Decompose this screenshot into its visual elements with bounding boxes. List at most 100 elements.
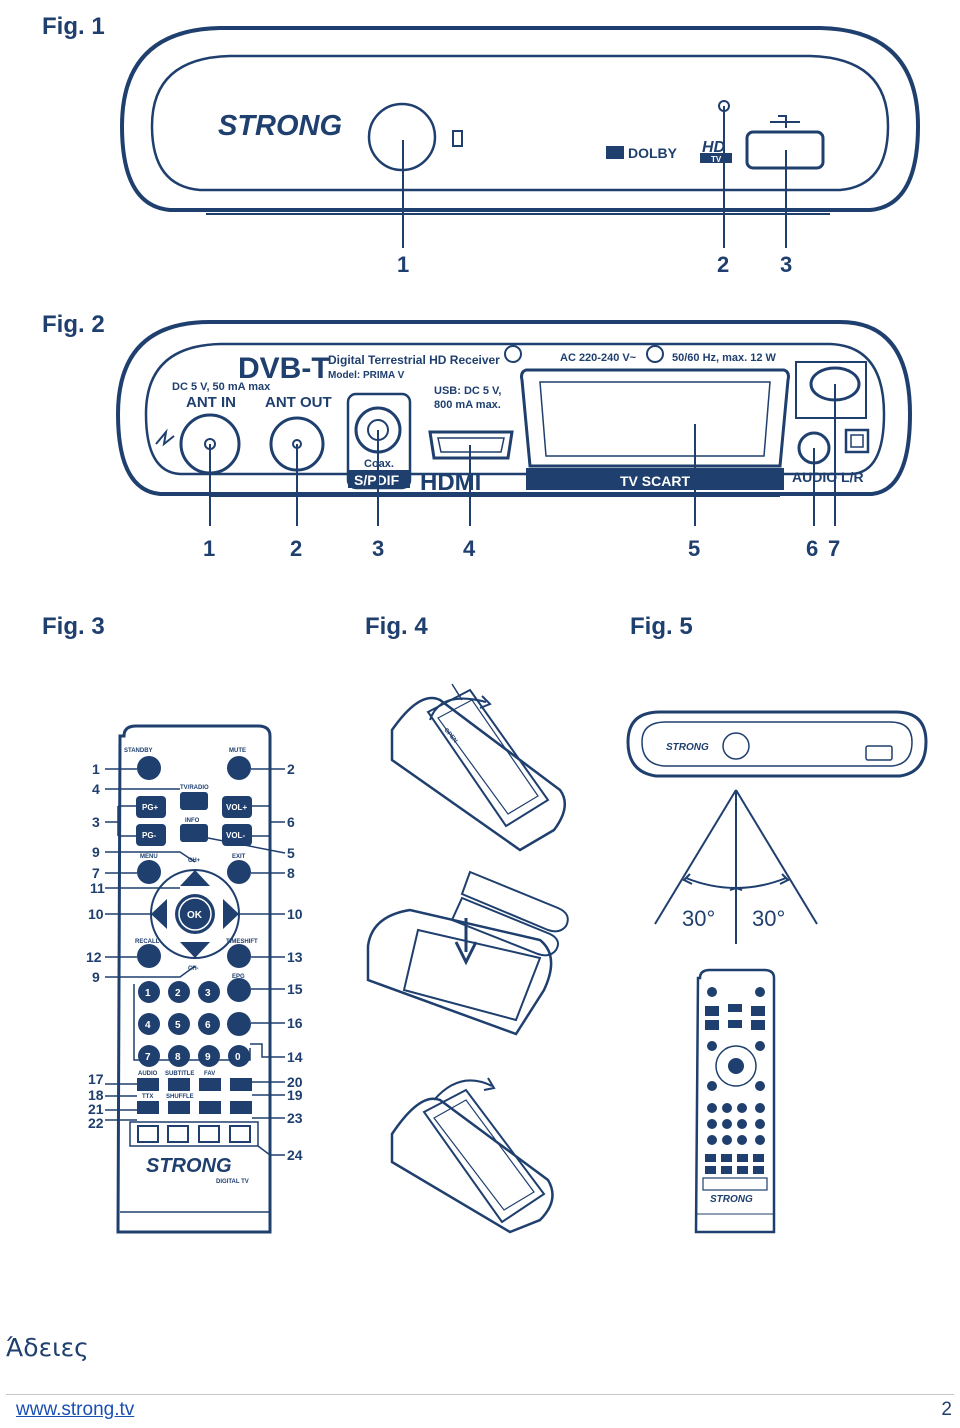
key-digit-6: 6: [205, 1020, 211, 1031]
fig4-label: Fig. 4: [365, 613, 428, 640]
fig3-callout-r12: 23: [287, 1110, 303, 1126]
fig2-ant-in: ANT IN: [186, 394, 236, 411]
fig3-callout-r5: 10: [287, 906, 303, 922]
fig2-callout-2: 2: [290, 536, 302, 561]
key-recall-label: RECALL: [135, 939, 160, 945]
key-standby-label: STANDBY: [124, 748, 153, 754]
fig2-callout-3: 3: [372, 536, 384, 561]
fig1-brand-logo: STRONG: [218, 110, 342, 142]
fig3-callout-r1: 2: [287, 761, 295, 777]
fig3-callout-r7: 15: [287, 981, 303, 997]
fig3-callouts-left: 1 4 3 9 7 11 10 12 9 17 18 21 22: [86, 761, 105, 1131]
fig5-angle-right: 30°: [752, 906, 785, 931]
fig3-callout-r3: 5: [287, 845, 295, 861]
fig3-callout-r11: 19: [287, 1087, 303, 1103]
key-ttx-label: TTX: [142, 1094, 153, 1100]
function-keys: [137, 1078, 252, 1114]
fig1-callout-3: 3: [780, 252, 792, 277]
fig3-callout-l4: 9: [92, 844, 100, 860]
key-pg-minus: PG-: [142, 831, 157, 840]
fig3-callout-l3: 3: [92, 814, 100, 830]
fig3-callout-l11: 18: [88, 1087, 104, 1103]
fig2-callout-1: 1: [203, 536, 215, 561]
key-digit-2: 2: [175, 988, 181, 999]
fig2-power: AC 220-240 V~: [560, 352, 637, 364]
fig3-callout-l10: 17: [88, 1071, 104, 1087]
fig3-callout-r13: 24: [287, 1147, 303, 1163]
dvb-logo: DVB-T: [238, 352, 330, 385]
fig1-dolby: DOLBY: [628, 145, 678, 161]
fig2-callout-7: 7: [828, 536, 840, 561]
key-ok: OK: [187, 910, 203, 921]
fig5-brand-logo: STRONG: [666, 742, 709, 753]
fig2-usb-spec-2: 800 mA max.: [434, 399, 501, 411]
fig1-label: Fig. 1: [42, 13, 105, 40]
fig3-label: Fig. 3: [42, 613, 105, 640]
fig3-callout-r8: 16: [287, 1015, 303, 1031]
fig3-callout-r6: 13: [287, 949, 303, 965]
footer-divider: [6, 1394, 954, 1395]
fig2-spdif: S/PDIF: [354, 472, 400, 488]
fig1-callout-1: 1: [397, 252, 409, 277]
fig1-tv: TV: [711, 155, 722, 164]
fig3-callout-l5: 7: [92, 865, 100, 881]
fig3-callout-l2: 4: [92, 781, 100, 797]
dolby-mark-icon: [606, 146, 624, 159]
fig2-hdmi-logo: HDMI: [420, 469, 481, 496]
key-digit-3: 3: [205, 988, 211, 999]
fig5-label: Fig. 5: [630, 613, 693, 640]
fig1-callout-2: 2: [717, 252, 729, 277]
key-subtitle-label: SUBTITLE: [165, 1071, 194, 1077]
fig3-callout-l7: 10: [88, 906, 104, 922]
key-fav-label: FAV: [204, 1071, 215, 1077]
key-vol-plus: VOL+: [226, 803, 247, 812]
digit-keys: [138, 981, 250, 1067]
key-digit-5: 5: [175, 1020, 181, 1031]
key-exit-label: EXIT: [232, 854, 246, 860]
fig5-remote-brand-logo: STRONG: [710, 1194, 753, 1205]
footer-website-link[interactable]: www.strong.tv: [16, 1399, 135, 1420]
fig2-callout-5: 5: [688, 536, 700, 561]
fig3-callout-r2: 6: [287, 814, 295, 830]
fig3-callout-l8: 12: [86, 949, 102, 965]
fig3-callout-r9: 14: [287, 1049, 303, 1065]
key-tvradio-label: TV/RADIO: [180, 785, 209, 791]
fig2-callout-6: 6: [806, 536, 818, 561]
page-number: 2: [941, 1399, 952, 1420]
key-pg-plus: PG+: [142, 803, 159, 812]
fig3-callout-r4: 8: [287, 865, 295, 881]
fig3-remote-labels: STANDBY MUTE TV/RADIO PG+ PG- VOL+ VOL- …: [124, 748, 258, 1100]
key-digit-4: 4: [145, 1020, 151, 1031]
fig2-receiver-title: Digital Terrestrial HD Receiver: [328, 353, 500, 367]
fig3-callout-l1: 1: [92, 761, 100, 777]
fig3-callout-l12: 21: [88, 1101, 104, 1117]
fig2-scart: TV SCART: [620, 473, 690, 489]
fig3-callout-l6: 11: [90, 880, 105, 896]
fig2-usb-spec-1: USB: DC 5 V,: [434, 385, 501, 397]
fig4-battery-steps: [366, 683, 569, 1234]
key-shuffle-label: SHUFFLE: [166, 1094, 194, 1100]
fig3-callouts-right: 2 6 5 8 10 13 15 16 14 20 19 23 24: [287, 761, 303, 1163]
scart-label-bar: [526, 468, 784, 490]
key-vol-minus: VOL-: [226, 831, 245, 840]
antenna-icon: [155, 428, 175, 447]
fig2-callout-4: 4: [463, 536, 476, 561]
fig2-receiver-back: [115, 320, 913, 497]
manual-page-illustrations: Fig. 1 STRONG DOLBY HD TV 1 2 3 Fig. 2: [42, 13, 928, 1234]
key-digit-0: 0: [235, 1052, 241, 1063]
fig5-receiver-small: [626, 710, 928, 778]
remote-sub-label: DIGITAL TV: [216, 1179, 249, 1185]
nav-arrow-icons: [151, 870, 239, 958]
key-menu-label: MENU: [140, 854, 158, 860]
key-info-label: INFO: [185, 818, 200, 824]
fig2-model: Model: PRIMA V: [328, 370, 405, 381]
hd-badge-icon: [700, 153, 732, 163]
key-digit-1: 1: [145, 988, 151, 999]
key-digit-9: 9: [205, 1052, 211, 1063]
key-digit-8: 8: [175, 1052, 181, 1063]
remote-brand-logo: STRONG: [146, 1155, 232, 1177]
key-ch-minus-label: CH-: [188, 966, 199, 972]
fig5-remote-small: [694, 968, 776, 1234]
section-heading: Άδειες: [6, 1333, 89, 1362]
fig3-remote-control: [116, 724, 272, 1234]
